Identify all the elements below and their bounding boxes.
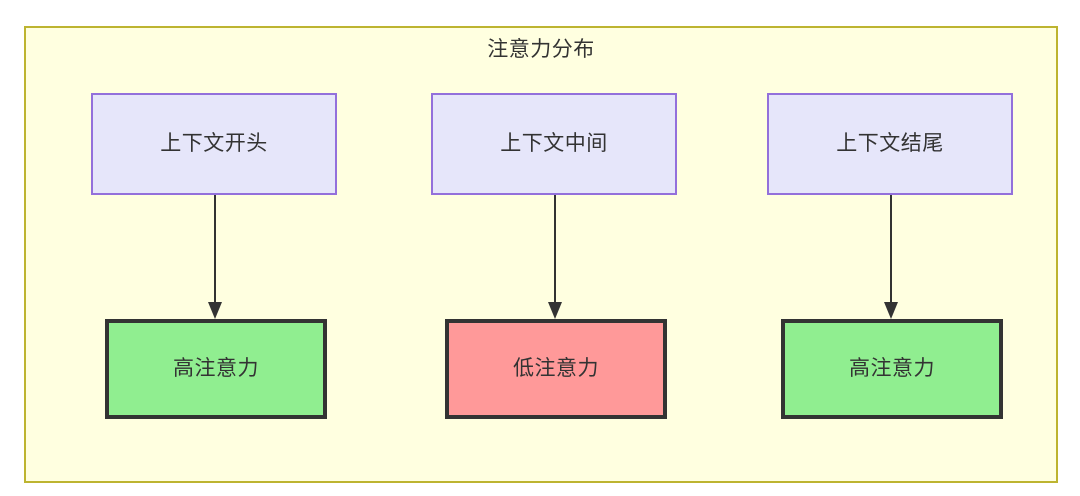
attention-distribution-subgraph: 注意力分布 上下文开头 高注意力 上下文中间 bbox=[24, 26, 1058, 483]
arrow-down-icon bbox=[548, 195, 562, 319]
node-low-attention-label: 低注意力 bbox=[513, 357, 599, 380]
edge-context-end-to-high-attention bbox=[884, 195, 898, 319]
node-high-attention-1[interactable]: 高注意力 bbox=[105, 319, 327, 419]
edge-context-middle-to-low-attention bbox=[548, 195, 562, 319]
subgraph-title: 注意力分布 bbox=[487, 38, 595, 61]
node-low-attention[interactable]: 低注意力 bbox=[445, 319, 667, 419]
node-high-attention-2[interactable]: 高注意力 bbox=[781, 319, 1003, 419]
arrow-down-icon bbox=[208, 195, 222, 319]
node-context-end-label: 上下文结尾 bbox=[836, 132, 944, 155]
node-high-attention-2-label: 高注意力 bbox=[849, 357, 935, 380]
node-high-attention-1-label: 高注意力 bbox=[173, 357, 259, 380]
node-context-middle-label: 上下文中间 bbox=[500, 132, 608, 155]
arrow-down-icon bbox=[884, 195, 898, 319]
edge-context-start-to-high-attention bbox=[208, 195, 222, 319]
flow-column-1: 上下文开头 高注意力 bbox=[91, 28, 337, 481]
node-context-start[interactable]: 上下文开头 bbox=[91, 93, 337, 195]
flow-column-2: 上下文中间 低注意力 bbox=[431, 28, 677, 481]
flow-column-3: 上下文结尾 高注意力 bbox=[767, 28, 1013, 481]
node-context-end[interactable]: 上下文结尾 bbox=[767, 93, 1013, 195]
node-context-middle[interactable]: 上下文中间 bbox=[431, 93, 677, 195]
node-context-start-label: 上下文开头 bbox=[160, 132, 268, 155]
